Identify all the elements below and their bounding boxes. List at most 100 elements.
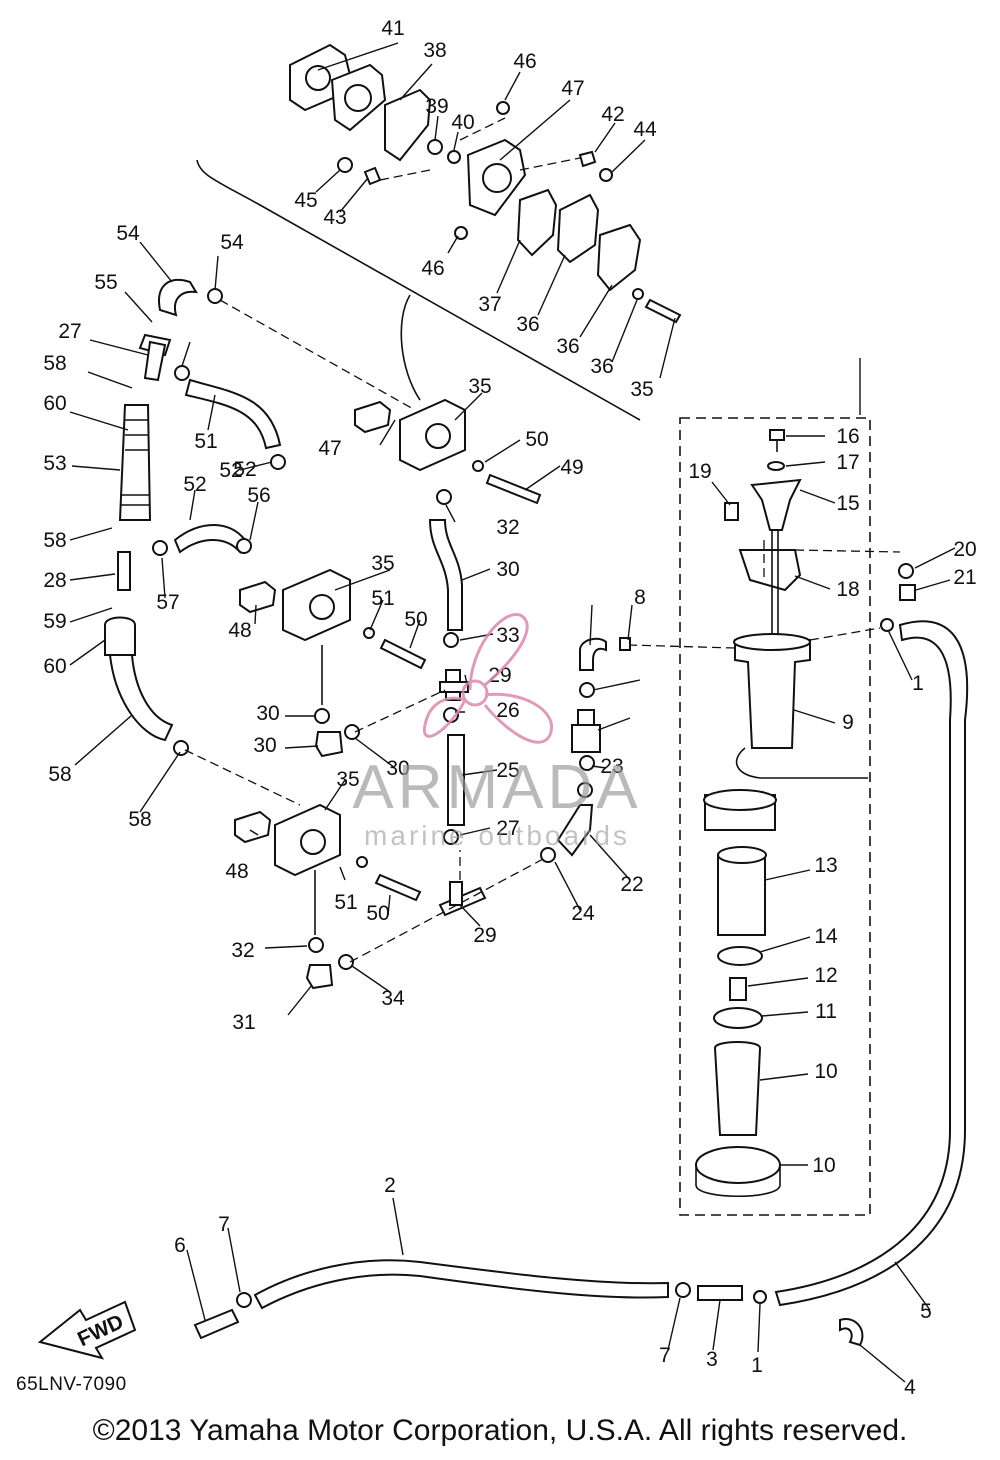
callout-1: 1 bbox=[751, 1354, 763, 1377]
callout-52: 52 bbox=[219, 459, 242, 482]
bracket-19 bbox=[750, 478, 802, 531]
callout-11: 11 bbox=[815, 1000, 837, 1023]
callout-59: 59 bbox=[43, 610, 66, 633]
armada-watermark: ARMADA marine outboards bbox=[352, 613, 641, 851]
filter-assembly-12 bbox=[734, 639, 811, 749]
callout-17: 17 bbox=[836, 451, 859, 474]
tee-joint-30-upper bbox=[143, 340, 167, 382]
callout-45: 45 bbox=[294, 189, 317, 212]
callout-41: 41 bbox=[381, 17, 404, 40]
callout-10: 10 bbox=[812, 1154, 835, 1177]
callout-26: 26 bbox=[496, 699, 519, 722]
callout-13: 13 bbox=[814, 854, 837, 877]
callout-58: 58 bbox=[43, 352, 66, 375]
check-valve-plate-41 bbox=[516, 188, 558, 257]
callout-30: 30 bbox=[253, 734, 276, 757]
propeller-logo bbox=[423, 613, 554, 744]
watermark-brand: ARMADA bbox=[352, 753, 641, 822]
callout-numbers: 1123456778910101112131415161718192021222… bbox=[0, 0, 977, 1399]
callout-20: 20 bbox=[953, 538, 976, 561]
callout-49: 49 bbox=[560, 456, 583, 479]
spring-16 bbox=[729, 977, 747, 1001]
hose-59 bbox=[108, 654, 174, 742]
callout-19: 19 bbox=[688, 460, 711, 483]
bracket-22 bbox=[738, 549, 802, 592]
callout-48: 48 bbox=[228, 619, 251, 642]
elbow-31 bbox=[314, 731, 344, 758]
hose-61-56 bbox=[118, 404, 152, 521]
callout-58: 58 bbox=[128, 808, 151, 831]
callout-29: 29 bbox=[488, 664, 511, 687]
hose-26 bbox=[556, 804, 594, 857]
joint-3 bbox=[697, 1285, 743, 1301]
callout-52: 52 bbox=[233, 458, 256, 481]
callout-52: 52 bbox=[183, 473, 206, 496]
callout-54: 54 bbox=[116, 222, 140, 245]
hose-5 bbox=[774, 620, 969, 1307]
callout-47: 47 bbox=[561, 77, 584, 100]
callout-38: 38 bbox=[423, 39, 446, 62]
callout-1: 1 bbox=[912, 672, 924, 695]
callout-36: 36 bbox=[590, 355, 613, 378]
callout-60: 60 bbox=[0, 0, 12, 5]
callout-14: 14 bbox=[814, 925, 838, 948]
hose-57 bbox=[158, 278, 198, 317]
hose-62 bbox=[104, 616, 136, 656]
o-ring-15 bbox=[713, 1007, 763, 1029]
callout-30: 30 bbox=[256, 702, 279, 725]
callout-50: 50 bbox=[366, 902, 389, 925]
callout-35: 35 bbox=[336, 768, 359, 791]
callout-60: 60 bbox=[43, 655, 66, 678]
callout-32: 32 bbox=[231, 939, 254, 962]
fuel-pump-36-upper bbox=[354, 398, 542, 505]
diaphragm-40 bbox=[556, 193, 600, 264]
callout-22: 22 bbox=[620, 873, 643, 896]
callout-48: 48 bbox=[225, 860, 248, 883]
callout-51: 51 bbox=[371, 587, 394, 610]
callout-23: 23 bbox=[600, 755, 623, 778]
callout-7: 7 bbox=[659, 1344, 671, 1367]
elbow-34 bbox=[305, 964, 334, 990]
leader-lines bbox=[69, 42, 956, 1383]
callout-2: 2 bbox=[384, 1174, 396, 1197]
pump-cover-39 bbox=[596, 223, 642, 292]
callout-34: 34 bbox=[381, 987, 405, 1010]
hose-55 bbox=[173, 524, 247, 554]
center-hose-group bbox=[305, 489, 594, 990]
fuel-pump-36-lower bbox=[234, 803, 422, 902]
pump-plate-43 bbox=[384, 88, 432, 162]
copyright-notice: ©2013 Yamaha Motor Corporation, U.S.A. A… bbox=[92, 1414, 908, 1447]
callout-7: 7 bbox=[218, 1213, 230, 1236]
callout-43: 43 bbox=[323, 206, 346, 229]
callout-57: 57 bbox=[156, 591, 179, 614]
callout-42: 42 bbox=[601, 103, 624, 126]
hose-33 bbox=[428, 519, 463, 631]
callout-3: 3 bbox=[706, 1348, 718, 1371]
callout-30: 30 bbox=[386, 757, 409, 780]
callout-50: 50 bbox=[525, 428, 548, 451]
callout-51: 51 bbox=[194, 430, 217, 453]
filter-ring-nut-14 bbox=[695, 1146, 781, 1184]
hose-53 bbox=[184, 378, 282, 450]
callout-24: 24 bbox=[571, 902, 595, 925]
callout-61: 61 bbox=[0, 0, 12, 5]
fitting-8 bbox=[571, 724, 601, 753]
callout-36: 36 bbox=[516, 313, 539, 336]
fwd-direction-arrow: FWD bbox=[37, 1300, 137, 1360]
callout-4: 4 bbox=[904, 1376, 916, 1399]
callout-51: 51 bbox=[334, 891, 357, 914]
callout-6: 6 bbox=[174, 1234, 186, 1257]
callout-18: 18 bbox=[836, 578, 859, 601]
callout-15: 15 bbox=[836, 492, 859, 515]
callout-9: 9 bbox=[842, 711, 854, 734]
callout-35: 35 bbox=[371, 552, 394, 575]
fuel-pump-36-middle bbox=[239, 568, 427, 670]
callout-27: 27 bbox=[58, 320, 81, 343]
callout-35: 35 bbox=[630, 378, 653, 401]
callout-58: 58 bbox=[48, 763, 71, 786]
callout-44: 44 bbox=[633, 118, 657, 141]
diagram-code: 65LNV-7090 bbox=[16, 1374, 127, 1395]
callout-10: 10 bbox=[814, 1060, 837, 1083]
callout-46: 46 bbox=[513, 50, 536, 73]
